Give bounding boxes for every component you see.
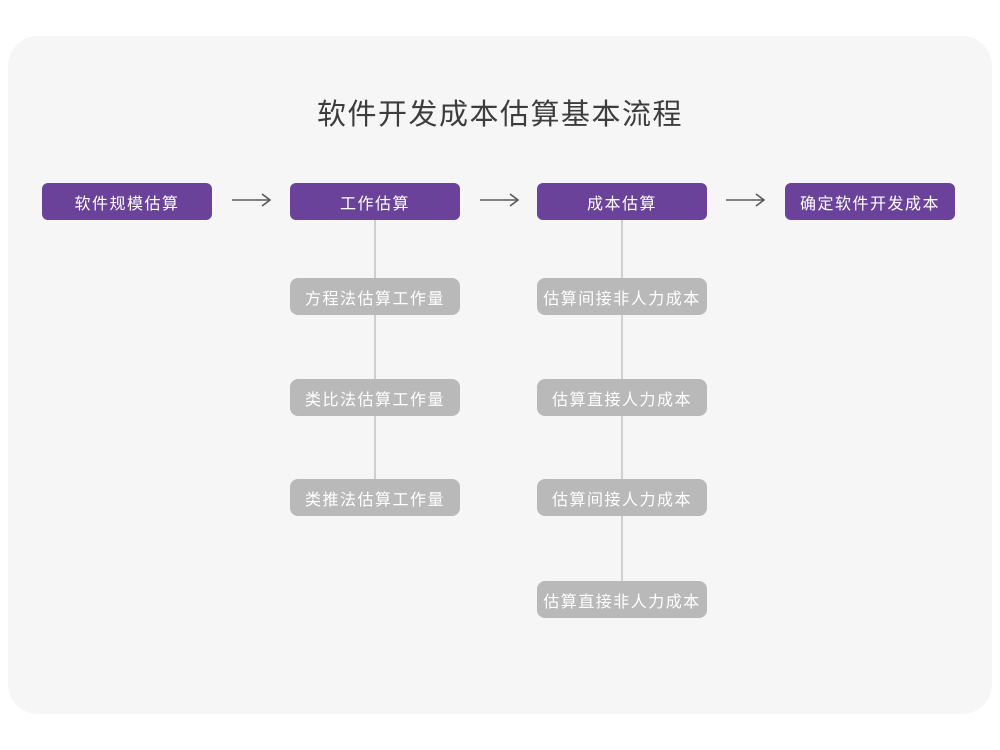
diagram-title: 软件开发成本估算基本流程 [316,99,683,131]
stage-label: 软件规模估算 [74,195,180,213]
substep-label: 类比法估算工作量 [304,391,445,409]
arrow-right-icon [232,193,272,207]
connector-line-work-estimation [374,220,376,498]
substep-label: 估算直接人力成本 [551,391,692,409]
arrow-right-icon [726,193,766,207]
substep-box-direct-nonlabor-cost: 估算直接非人力成本 [537,581,707,618]
stage-label: 确定软件开发成本 [799,195,940,213]
substep-box-equation-method: 方程法估算工作量 [290,278,460,315]
substep-label: 方程法估算工作量 [304,290,445,308]
stage-box-work-estimation: 工作估算 [290,183,460,220]
arrow-right-icon [480,193,520,207]
stage-label: 工作估算 [339,195,410,213]
stage-box-determine-dev-cost: 确定软件开发成本 [785,183,955,220]
substep-label: 估算间接人力成本 [551,491,692,509]
stage-box-cost-estimation: 成本估算 [537,183,707,220]
substep-box-direct-labor-cost: 估算直接人力成本 [537,379,707,416]
substep-box-indirect-nonlabor-cost: 估算间接非人力成本 [537,278,707,315]
stage-label: 成本估算 [586,195,657,213]
stage-box-software-scale-estimation: 软件规模估算 [42,183,212,220]
substep-label: 估算直接非人力成本 [543,593,701,611]
substep-label: 估算间接非人力成本 [543,290,701,308]
substep-box-extrapolation-method: 类推法估算工作量 [290,479,460,516]
canvas-card: 软件开发成本估算基本流程 软件规模估算 工作估算 成本估算 确定软件开发成本 方… [8,36,992,714]
substep-label: 类推法估算工作量 [304,491,445,509]
substep-box-analogy-method: 类比法估算工作量 [290,379,460,416]
substep-box-indirect-labor-cost: 估算间接人力成本 [537,479,707,516]
